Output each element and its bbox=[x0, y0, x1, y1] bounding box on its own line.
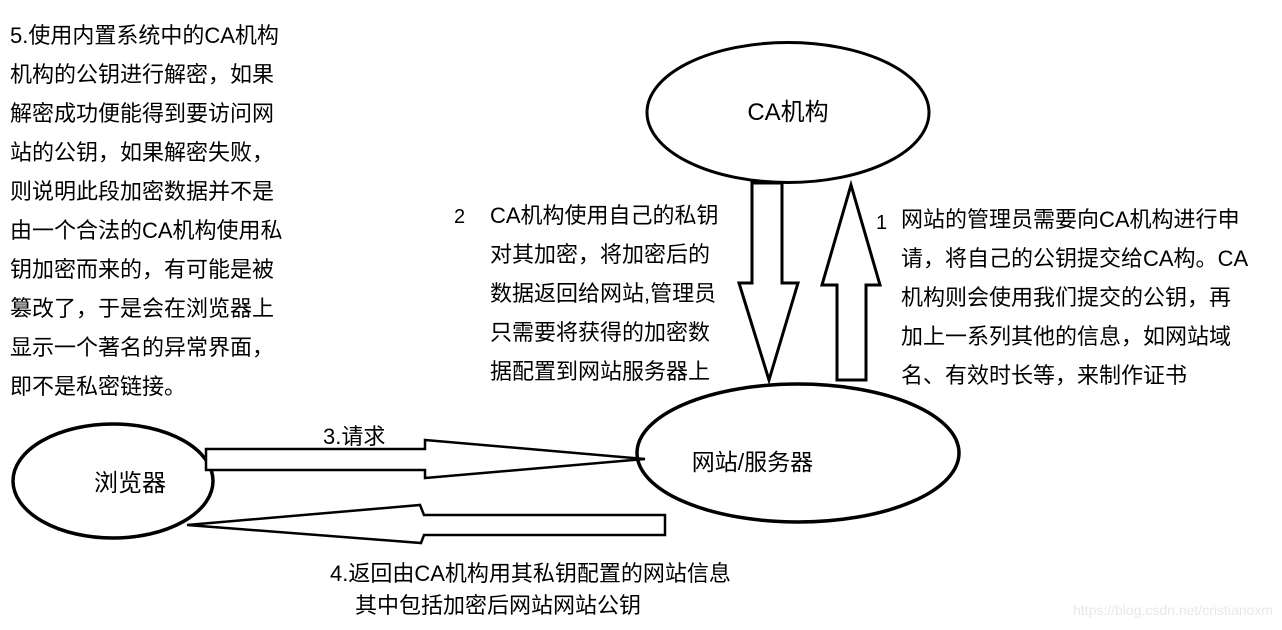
arrow-request-browser-to-server bbox=[204, 438, 646, 480]
note-step1-line: 网站的管理员需要向CA机构进行申 bbox=[901, 207, 1240, 232]
note-step4-line: 4.返回由CA机构用其私钥配置的网站信息 bbox=[330, 561, 731, 586]
browser-node-ellipse bbox=[11, 422, 215, 540]
server-node-label: 网站/服务器 bbox=[691, 449, 814, 475]
note-step4-line: 其中包括加密后网站网站公钥 bbox=[355, 593, 642, 618]
note-step1: 网站的管理员需要向CA机构进行申 请，将自己的公钥提交给CA构。CA 机构则会使… bbox=[901, 200, 1248, 395]
note-step1-line: 机构则会使用我们提交的公钥，再 bbox=[901, 285, 1232, 310]
note-step1-line: 名、有效时长等，来制作证书 bbox=[901, 363, 1188, 388]
note-step5-line: 站的公钥，如果解密失败， bbox=[10, 140, 275, 165]
note-step5-line: 由一个合法的CA机构使用私 bbox=[10, 218, 283, 243]
note-step5-line: 解密成功便能得到要访问网 bbox=[10, 101, 275, 126]
step1-number: 1 bbox=[876, 212, 888, 234]
ca-node-ellipse bbox=[645, 41, 931, 184]
note-step2-line: 据配置到网站服务器上 bbox=[490, 359, 711, 384]
note-step5-line: 钥加密而来的，有可能是被 bbox=[10, 257, 275, 282]
note-step5-line: 机构的公钥进行解密，如果 bbox=[10, 62, 275, 87]
note-step2-line: CA机构使用自己的私钥 bbox=[490, 203, 719, 228]
ca-node-label: CA机构 bbox=[747, 99, 829, 126]
note-step5-line: 即不是私密链接。 bbox=[10, 374, 187, 399]
note-step5-line: 篡改了，于是会在浏览器上 bbox=[10, 296, 275, 321]
arrow-ca-to-server bbox=[736, 181, 801, 386]
note-step2-line: 只需要将获得的加密数 bbox=[490, 320, 711, 345]
note-step5: 5.使用内置系统中的CA机构 机构的公钥进行解密，如果 解密成功便能得到要访问网… bbox=[10, 16, 283, 406]
server-node-ellipse bbox=[635, 382, 961, 524]
note-step1-line: 请，将自己的公钥提交给CA构。CA bbox=[901, 246, 1249, 271]
request-arrow-label: 3.请求 bbox=[323, 424, 386, 449]
step2-number: 2 bbox=[454, 206, 466, 228]
arrow-response-server-to-browser bbox=[186, 503, 667, 545]
note-step5-line: 5.使用内置系统中的CA机构 bbox=[10, 23, 279, 48]
note-step1-line: 加上一系列其他的信息，如网站域 bbox=[901, 324, 1232, 349]
note-step4: 4.返回由CA机构用其私钥配置的网站信息 其中包括加密后网站网站公钥 bbox=[330, 558, 731, 622]
note-step5-line: 则说明此段加密数据并不是 bbox=[10, 179, 275, 204]
csdn-watermark: https://blog.csdn.net/cristianoxm bbox=[1073, 602, 1273, 618]
arrow-server-to-ca bbox=[820, 179, 882, 382]
note-step2-line: 对其加密，将加密后的 bbox=[490, 242, 711, 267]
note-step2: CA机构使用自己的私钥 对其加密，将加密后的 数据返回给网站,管理员 只需要将获… bbox=[490, 196, 719, 391]
note-step2-line: 数据返回给网站,管理员 bbox=[490, 281, 717, 306]
note-step5-line: 显示一个著名的异常界面， bbox=[10, 335, 275, 360]
browser-node-label: 浏览器 bbox=[94, 470, 166, 497]
